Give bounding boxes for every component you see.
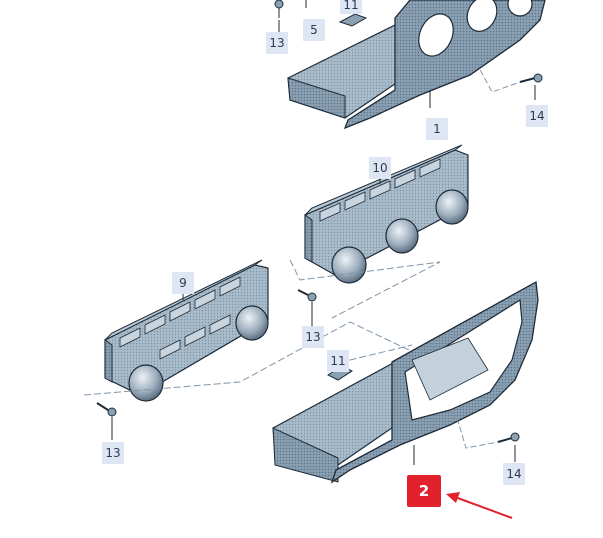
trim-panel-bottom: [272, 280, 539, 484]
callout-9[interactable]: 9: [172, 272, 194, 294]
callout-14[interactable]: 14: [526, 105, 548, 127]
callout-13[interactable]: 13: [266, 32, 288, 54]
callout-2-highlighted[interactable]: 2: [407, 475, 441, 507]
callout-13[interactable]: 13: [302, 326, 324, 348]
callout-11[interactable]: 11: [340, 0, 362, 14]
callout-1[interactable]: 1: [426, 118, 448, 140]
pointer-arrow: [446, 492, 513, 519]
climate-control-unit-9: [96, 259, 269, 440]
callout-5[interactable]: 5: [303, 19, 325, 41]
callout-11[interactable]: 11: [327, 350, 349, 372]
trim-panel-top: [274, 0, 546, 130]
callout-13[interactable]: 13: [102, 442, 124, 464]
callout-10[interactable]: 10: [369, 157, 391, 179]
callout-14[interactable]: 14: [503, 463, 525, 485]
climate-control-unit-10: [297, 144, 469, 326]
